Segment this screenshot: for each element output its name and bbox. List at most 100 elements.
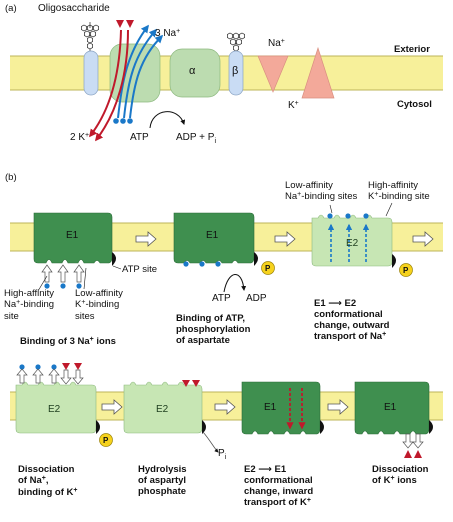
atp-binding-arrow <box>223 274 247 293</box>
na-channel-label: Na+ <box>268 38 285 50</box>
caption-e1-e2-line-4: transport of Na+ <box>314 331 389 343</box>
caption-binding-na-text: Binding of 3 Na <box>20 336 90 347</box>
low-k-binding: -binding <box>85 299 120 310</box>
adp-label-a: ADP + Pi <box>176 132 217 145</box>
high-affinity-k-leader <box>385 202 393 217</box>
caption-binding-na-tail: ions <box>93 336 116 347</box>
three-na-label: 3 Na+ <box>155 28 180 40</box>
atp-hydrolysis-arrow <box>149 111 186 129</box>
k-channel <box>301 46 335 99</box>
caption-binding-na-charge: + <box>89 336 94 343</box>
caption-e1-e2-line-2: conformational <box>314 309 383 320</box>
caption-hydrolysis-line-3: phosphate <box>138 486 187 497</box>
caption-hydrolysis-line-2: of aspartyl <box>138 475 187 486</box>
high-na-line-1: High-affinity <box>4 288 54 299</box>
low-na-ion: Na <box>285 191 298 202</box>
phosphate-markers <box>99 261 413 447</box>
k-inward-dashed-arrows <box>286 388 306 430</box>
k-ions-state-5 <box>182 380 200 387</box>
low-affinity-k-leader <box>83 267 87 290</box>
adp-label-b: ADP <box>246 293 267 304</box>
high-na-binding: -binding <box>20 299 55 310</box>
caption-binding-na: Binding of 3 Na+ ions <box>20 336 116 348</box>
low-na-line-1: Low-affinity <box>285 180 333 191</box>
pump-state-6 <box>241 381 321 435</box>
two-k-charge: + <box>85 132 90 139</box>
two-k-label: 2 K+ <box>70 132 89 144</box>
na-binding-arrows-state-1 <box>41 264 85 283</box>
k-channel-text: K <box>288 100 295 111</box>
caption-dissoc-na-charge: + <box>41 475 46 482</box>
oligosaccharide-label: Oligosaccharide <box>38 3 110 14</box>
na-channel-charge: + <box>280 38 285 45</box>
caption-e1-e2-line-3: change, outward <box>314 320 390 331</box>
k-channel-label: K+ <box>288 100 299 112</box>
three-na-charge: + <box>176 28 181 35</box>
low-affinity-k-sites-label: Low-affinity K+-binding sites <box>75 288 123 322</box>
caption-e2-to-e1: E2 ⟶ E1 conformational change, inward tr… <box>244 464 313 509</box>
caption-e2-e1-charge: + <box>306 497 311 504</box>
pi-text: P <box>218 448 225 459</box>
k-ions-state-7 <box>404 450 422 458</box>
phosphate-label-state-3: P <box>403 266 409 275</box>
atp-site-leader <box>112 265 122 270</box>
high-k-charge: + <box>374 191 379 198</box>
exterior-label: Exterior <box>394 44 430 55</box>
phosphate-label-state-4: P <box>103 436 109 445</box>
high-affinity-na-site-label: High-affinity Na+-binding site <box>4 288 54 322</box>
caption-dissoc-k-line-2: of K+ ions <box>372 475 429 487</box>
atp-site-wedges <box>96 252 433 434</box>
caption-e1-e2-na: transport of Na <box>314 331 383 342</box>
caption-e2-e1-line-2: conformational <box>244 475 313 486</box>
k-transport-arrows <box>89 29 129 142</box>
sequence-arrows <box>101 231 434 415</box>
k-binding-arrows-state-4 <box>60 369 84 385</box>
e2-label-state-5: E2 <box>156 404 169 415</box>
caption-binding-atp-line-1: Binding of ATP, <box>176 313 245 324</box>
caption-hydrolysis: Hydrolysis of aspartyl phosphate <box>138 464 187 497</box>
pi-subscript: i <box>224 454 227 461</box>
e2-label-state-4: E2 <box>48 404 61 415</box>
alpha-label: α <box>189 65 196 77</box>
low-k-ion: K <box>75 299 82 310</box>
k-ions-panel-a <box>116 20 134 28</box>
na-channel-text: Na <box>268 38 281 49</box>
na-transport-arrows <box>117 24 164 119</box>
alpha-subunit <box>169 48 221 98</box>
phosphate-label-state-2: P <box>265 264 271 273</box>
pump-state-5 <box>123 381 203 434</box>
caption-dissoc-k-line-1: Dissociation <box>372 464 429 475</box>
atp-label-a: ATP <box>130 132 149 143</box>
caption-dissoc-k-charge: + <box>390 475 395 482</box>
high-affinity-na-leader <box>37 275 48 292</box>
pi-release-arrow <box>202 431 219 453</box>
low-affinity-na-leader <box>329 204 333 214</box>
na-ions-state-3 <box>327 213 369 219</box>
high-k-line-1: High-affinity <box>368 180 418 191</box>
caption-e1-e2-line-1: E1 ⟶ E2 <box>314 298 357 309</box>
pump-state-4 <box>15 381 97 434</box>
low-k-line-1: Low-affinity <box>75 288 123 299</box>
na-ions-state-1 <box>44 283 82 289</box>
caption-dissoc-na-line-1: Dissociation <box>18 464 75 475</box>
beta-label: β <box>232 65 239 77</box>
panel-a-membrane <box>10 55 443 91</box>
e1-label-state-6: E1 <box>264 402 277 413</box>
k-release-arrows-state-7 <box>402 433 424 449</box>
pi-label-b: Pi <box>218 448 227 461</box>
low-na-line-2: Na+-binding sites <box>285 191 357 203</box>
low-na-charge: + <box>297 191 302 198</box>
low-affinity-na-sites-label: Low-affinity Na+-binding sites <box>285 180 357 203</box>
low-k-charge: + <box>81 299 86 306</box>
low-k-line-3: sites <box>75 311 95 322</box>
caption-binding-atp: Binding of ATP, phosphorylation of aspar… <box>176 313 250 346</box>
high-na-charge: + <box>16 299 21 306</box>
caption-binding-k: binding of K <box>18 487 74 498</box>
na-channel <box>257 55 289 93</box>
caption-e2-e1-line-4: transport of K+ <box>244 497 313 509</box>
adp-subscript-a: i <box>214 138 217 145</box>
three-na-text: 3 Na <box>155 28 177 39</box>
na-ions-panel-a <box>113 118 133 124</box>
